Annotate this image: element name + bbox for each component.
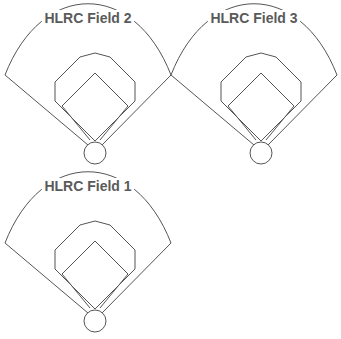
baseball-field: HLRC Field 2 — [2, 0, 174, 168]
outfield-arc — [5, 172, 171, 243]
outfield-arc — [171, 4, 337, 75]
foul-line — [5, 243, 88, 313]
home-plate-circle — [250, 142, 272, 164]
field-label: HLRC Field 1 — [42, 178, 133, 194]
infield-edge — [55, 221, 135, 309]
infield-edge — [221, 53, 301, 141]
baseball-field: HLRC Field 3 — [168, 0, 340, 168]
base-paths — [62, 73, 128, 140]
foul-line — [268, 75, 337, 145]
field-label-row: HLRC Field 1 — [2, 177, 174, 195]
field-label: HLRC Field 2 — [42, 10, 133, 26]
base-paths — [62, 241, 128, 308]
home-plate-circle — [84, 142, 106, 164]
foul-line — [171, 75, 254, 145]
field-label-row: HLRC Field 3 — [168, 9, 340, 27]
baseball-field: HLRC Field 1 — [2, 168, 174, 336]
field-label: HLRC Field 3 — [208, 10, 299, 26]
field-label-row: HLRC Field 2 — [2, 9, 174, 27]
foul-line — [102, 75, 171, 145]
base-paths — [228, 73, 294, 140]
foul-line — [102, 243, 171, 313]
foul-line — [5, 75, 88, 145]
home-plate-circle — [84, 310, 106, 332]
infield-edge — [55, 53, 135, 141]
outfield-arc — [5, 4, 171, 75]
